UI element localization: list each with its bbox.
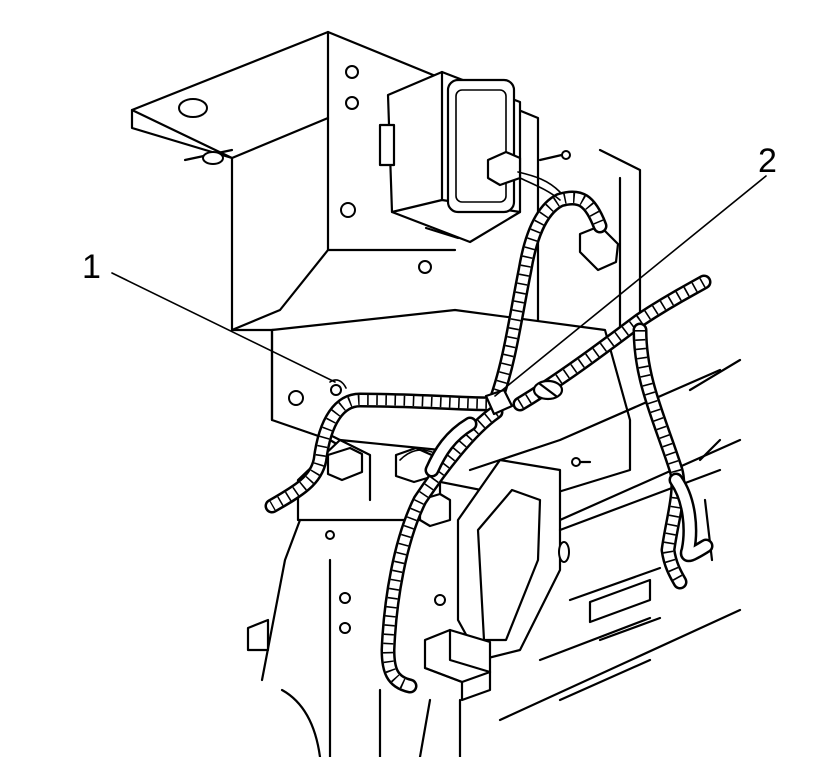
module-box [378,70,522,244]
callout-1-label: 1 [82,248,101,286]
wiring-harness [264,171,714,694]
callout-2: 2 [494,142,777,397]
callout-2-leader [494,175,767,397]
callout-2-label: 2 [758,142,777,180]
module-connector [486,150,620,272]
lower-connector [423,628,492,702]
callout-1-leader [111,272,336,383]
callout-1: 1 [82,248,336,383]
body-panel [246,148,742,757]
